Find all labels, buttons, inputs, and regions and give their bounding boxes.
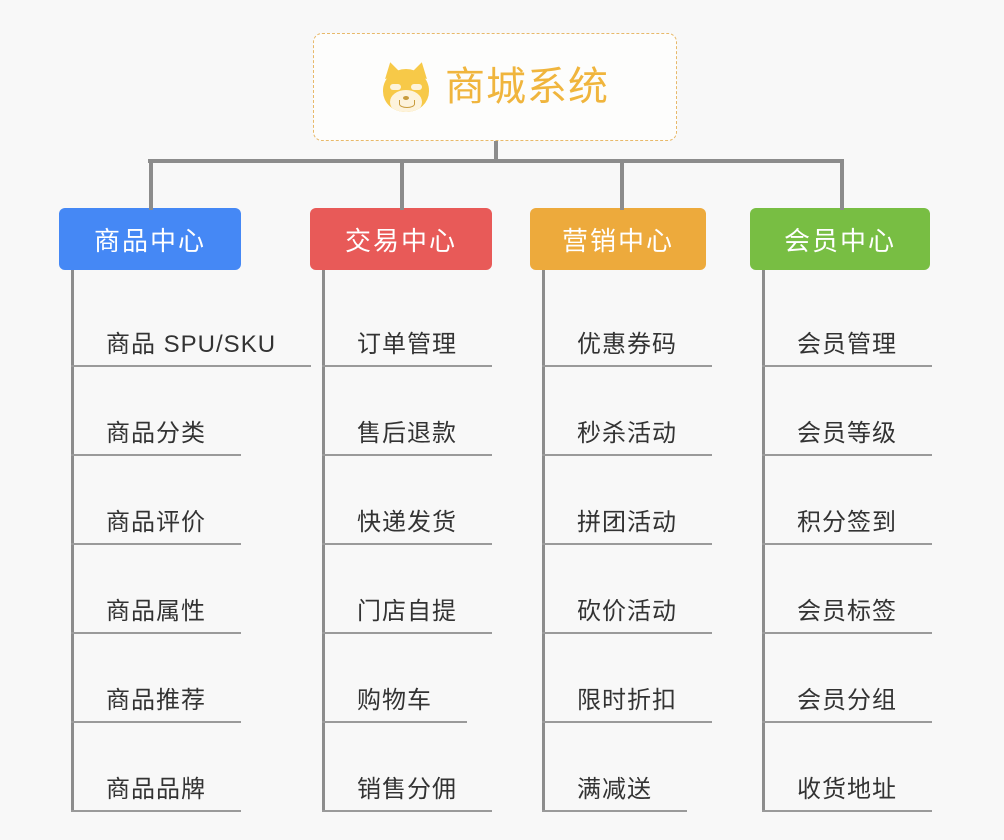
leaf-item[interactable]: 商品 SPU/SKU [71, 278, 312, 367]
category-column-2: 交易中心订单管理售后退款快递发货门店自提购物车销售分佣 [310, 208, 492, 812]
leaf-item-label: 商品分类 [71, 413, 241, 456]
category-spine-1 [71, 270, 74, 812]
leaf-item-label: 满减送 [542, 769, 687, 812]
leaf-item-label: 会员等级 [762, 413, 932, 456]
leaf-item[interactable]: 商品属性 [71, 545, 241, 634]
leaf-item[interactable]: 会员标签 [762, 545, 932, 634]
leaf-item[interactable]: 满减送 [542, 723, 706, 812]
leaf-item[interactable]: 购物车 [322, 634, 492, 723]
leaf-item-label: 商品属性 [71, 591, 241, 634]
leaf-item-label: 积分签到 [762, 502, 932, 545]
leaf-item-label: 会员标签 [762, 591, 932, 634]
leaf-item-label: 收货地址 [762, 769, 932, 812]
category-label: 商品中心 [93, 225, 206, 256]
leaf-list: 优惠券码秒杀活动拼团活动砍价活动限时折扣满减送 [530, 270, 712, 812]
category-column-3: 营销中心优惠券码秒杀活动拼团活动砍价活动限时折扣满减送 [530, 208, 712, 812]
root-title: 商城系统 [445, 65, 609, 109]
category-spine-4 [762, 270, 765, 812]
leaf-item[interactable]: 快递发货 [322, 456, 492, 545]
category-label: 会员中心 [783, 225, 896, 256]
leaf-item[interactable]: 限时折扣 [542, 634, 712, 723]
leaf-item[interactable]: 售后退款 [322, 367, 492, 456]
leaf-item-label: 门店自提 [322, 591, 492, 634]
leaf-item[interactable]: 积分签到 [762, 456, 932, 545]
connector-horizontal-bus [148, 159, 840, 163]
leaf-item[interactable]: 商品评价 [71, 456, 241, 545]
leaf-item-label: 订单管理 [322, 324, 492, 367]
category-box-4[interactable]: 会员中心 [750, 208, 930, 270]
leaf-item[interactable]: 砍价活动 [542, 545, 712, 634]
leaf-item[interactable]: 门店自提 [322, 545, 492, 634]
leaf-item[interactable]: 会员管理 [762, 278, 932, 367]
category-box-1[interactable]: 商品中心 [59, 208, 241, 270]
connector-drop-2 [400, 159, 404, 210]
leaf-list: 商品 SPU/SKU 商品分类商品评价商品属性商品推荐商品品牌 [59, 270, 312, 812]
leaf-item-label: 限时折扣 [542, 680, 712, 723]
connector-root-stem [494, 141, 498, 163]
connector-drop-3 [620, 159, 624, 210]
leaf-item-label: 会员分组 [762, 680, 932, 723]
leaf-item-label: 商品推荐 [71, 680, 241, 723]
category-spine-3 [542, 270, 545, 812]
category-box-2[interactable]: 交易中心 [310, 208, 492, 270]
root-node[interactable]: 商城系统 [313, 33, 677, 141]
category-column-1: 商品中心商品 SPU/SKU 商品分类商品评价商品属性商品推荐商品品牌 [59, 208, 312, 812]
leaf-item-label: 拼团活动 [542, 502, 712, 545]
category-spine-2 [322, 270, 325, 812]
leaf-item[interactable]: 秒杀活动 [542, 367, 712, 456]
category-column-4: 会员中心会员管理会员等级积分签到会员标签会员分组收货地址 [750, 208, 932, 812]
leaf-item[interactable]: 商品分类 [71, 367, 241, 456]
leaf-item-label: 商品品牌 [71, 769, 241, 812]
leaf-item-label: 商品评价 [71, 502, 241, 545]
leaf-item-label: 购物车 [322, 680, 467, 723]
leaf-list: 订单管理售后退款快递发货门店自提购物车销售分佣 [310, 270, 492, 812]
leaf-item[interactable]: 会员分组 [762, 634, 932, 723]
leaf-item-label: 销售分佣 [322, 769, 492, 812]
leaf-item-label: 商品 SPU/SKU [71, 324, 312, 367]
leaf-item-label: 会员管理 [762, 324, 932, 367]
category-label: 营销中心 [561, 225, 674, 256]
leaf-item-label: 秒杀活动 [542, 413, 712, 456]
connector-drop-4 [840, 159, 844, 210]
category-box-3[interactable]: 营销中心 [530, 208, 706, 270]
leaf-item[interactable]: 拼团活动 [542, 456, 712, 545]
leaf-item[interactable]: 订单管理 [322, 278, 492, 367]
category-label: 交易中心 [344, 225, 457, 256]
leaf-item[interactable]: 收货地址 [762, 723, 932, 812]
leaf-item-label: 优惠券码 [542, 324, 712, 367]
shiba-inu-dog-face-icon [381, 60, 431, 112]
leaf-item[interactable]: 销售分佣 [322, 723, 492, 812]
leaf-item[interactable]: 商品推荐 [71, 634, 241, 723]
leaf-item-label: 砍价活动 [542, 591, 712, 634]
leaf-list: 会员管理会员等级积分签到会员标签会员分组收货地址 [750, 270, 932, 812]
connector-drop-1 [149, 159, 153, 210]
leaf-item-label: 售后退款 [322, 413, 492, 456]
leaf-item-label: 快递发货 [322, 502, 492, 545]
leaf-item[interactable]: 商品品牌 [71, 723, 241, 812]
leaf-item[interactable]: 优惠券码 [542, 278, 712, 367]
leaf-item[interactable]: 会员等级 [762, 367, 932, 456]
